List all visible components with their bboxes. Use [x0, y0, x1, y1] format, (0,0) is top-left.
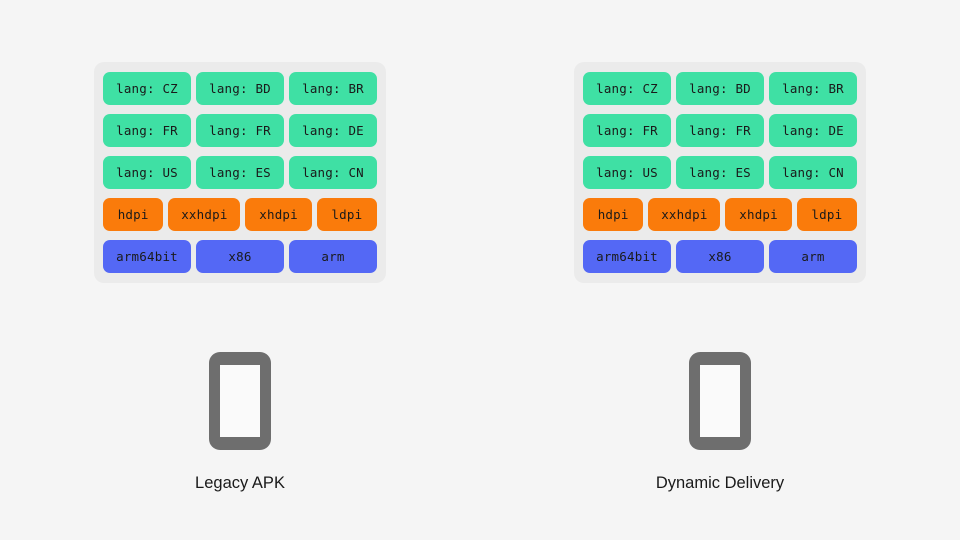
column-dynamic-delivery: lang: CZ lang: BD lang: BR lang: FR lang…: [480, 0, 960, 540]
chip-lang: lang: BD: [676, 72, 764, 105]
device-label: Dynamic Delivery: [655, 474, 785, 492]
chip-lang: lang: BD: [196, 72, 284, 105]
chip-dpi: hdpi: [103, 198, 164, 231]
chip-row-lang-1: lang: CZ lang: BD lang: BR: [103, 72, 377, 105]
chip-abi: arm: [289, 240, 377, 273]
chip-dpi: ldpi: [316, 198, 377, 231]
chip-dpi: ldpi: [796, 198, 857, 231]
chip-row-lang-1: lang: CZ lang: BD lang: BR: [583, 72, 857, 105]
chip-dpi: xhdpi: [245, 198, 312, 231]
chip-row-lang-3: lang: US lang: ES lang: CN: [583, 156, 857, 189]
chip-abi: x86: [196, 240, 284, 273]
chip-panel-legacy-apk: lang: CZ lang: BD lang: BR lang: FR lang…: [94, 62, 386, 283]
chip-lang: lang: FR: [103, 114, 191, 147]
chip-row-abi: arm64bit x86 arm: [103, 240, 377, 273]
chip-lang: lang: CZ: [583, 72, 671, 105]
device-label: Legacy APK: [195, 474, 285, 492]
phone-screen: [700, 365, 740, 437]
chip-abi: arm64bit: [583, 240, 671, 273]
chip-lang: lang: CZ: [103, 72, 191, 105]
chip-row-abi: arm64bit x86 arm: [583, 240, 857, 273]
chip-row-lang-2: lang: FR lang: FR lang: DE: [103, 114, 377, 147]
chip-row-lang-3: lang: US lang: ES lang: CN: [103, 156, 377, 189]
chip-row-dpi: hdpi xxhdpi xhdpi ldpi: [103, 198, 377, 231]
chip-abi: arm64bit: [103, 240, 191, 273]
chip-row-dpi: hdpi xxhdpi xhdpi ldpi: [583, 198, 857, 231]
device-block-dynamic-delivery: Dynamic Delivery: [480, 352, 960, 493]
chip-lang: lang: CN: [289, 156, 377, 189]
phone-icon: [689, 352, 751, 450]
phone-screen: [220, 365, 260, 437]
chip-lang: lang: FR: [196, 114, 284, 147]
chip-lang: lang: CN: [769, 156, 857, 189]
chip-dpi: xxhdpi: [648, 198, 721, 231]
chip-dpi: xxhdpi: [168, 198, 241, 231]
column-legacy-apk: lang: CZ lang: BD lang: BR lang: FR lang…: [0, 62, 480, 493]
chip-lang: lang: FR: [676, 114, 764, 147]
chip-lang: lang: BR: [289, 72, 377, 105]
chip-lang: lang: ES: [196, 156, 284, 189]
device-block-legacy-apk: Legacy APK: [0, 352, 480, 493]
chip-lang: lang: FR: [583, 114, 671, 147]
chip-row-lang-2: lang: FR lang: FR lang: DE: [583, 114, 857, 147]
chip-lang: lang: BR: [769, 72, 857, 105]
chip-abi: x86: [676, 240, 764, 273]
chip-dpi: hdpi: [583, 198, 644, 231]
chip-dpi: xhdpi: [725, 198, 792, 231]
chip-abi: arm: [769, 240, 857, 273]
chip-lang: lang: DE: [289, 114, 377, 147]
chip-lang: lang: DE: [769, 114, 857, 147]
chip-lang: lang: US: [583, 156, 671, 189]
chip-panel-dynamic-delivery: lang: CZ lang: BD lang: BR lang: FR lang…: [574, 62, 866, 283]
phone-icon: [209, 352, 271, 450]
chip-lang: lang: ES: [676, 156, 764, 189]
chip-lang: lang: US: [103, 156, 191, 189]
